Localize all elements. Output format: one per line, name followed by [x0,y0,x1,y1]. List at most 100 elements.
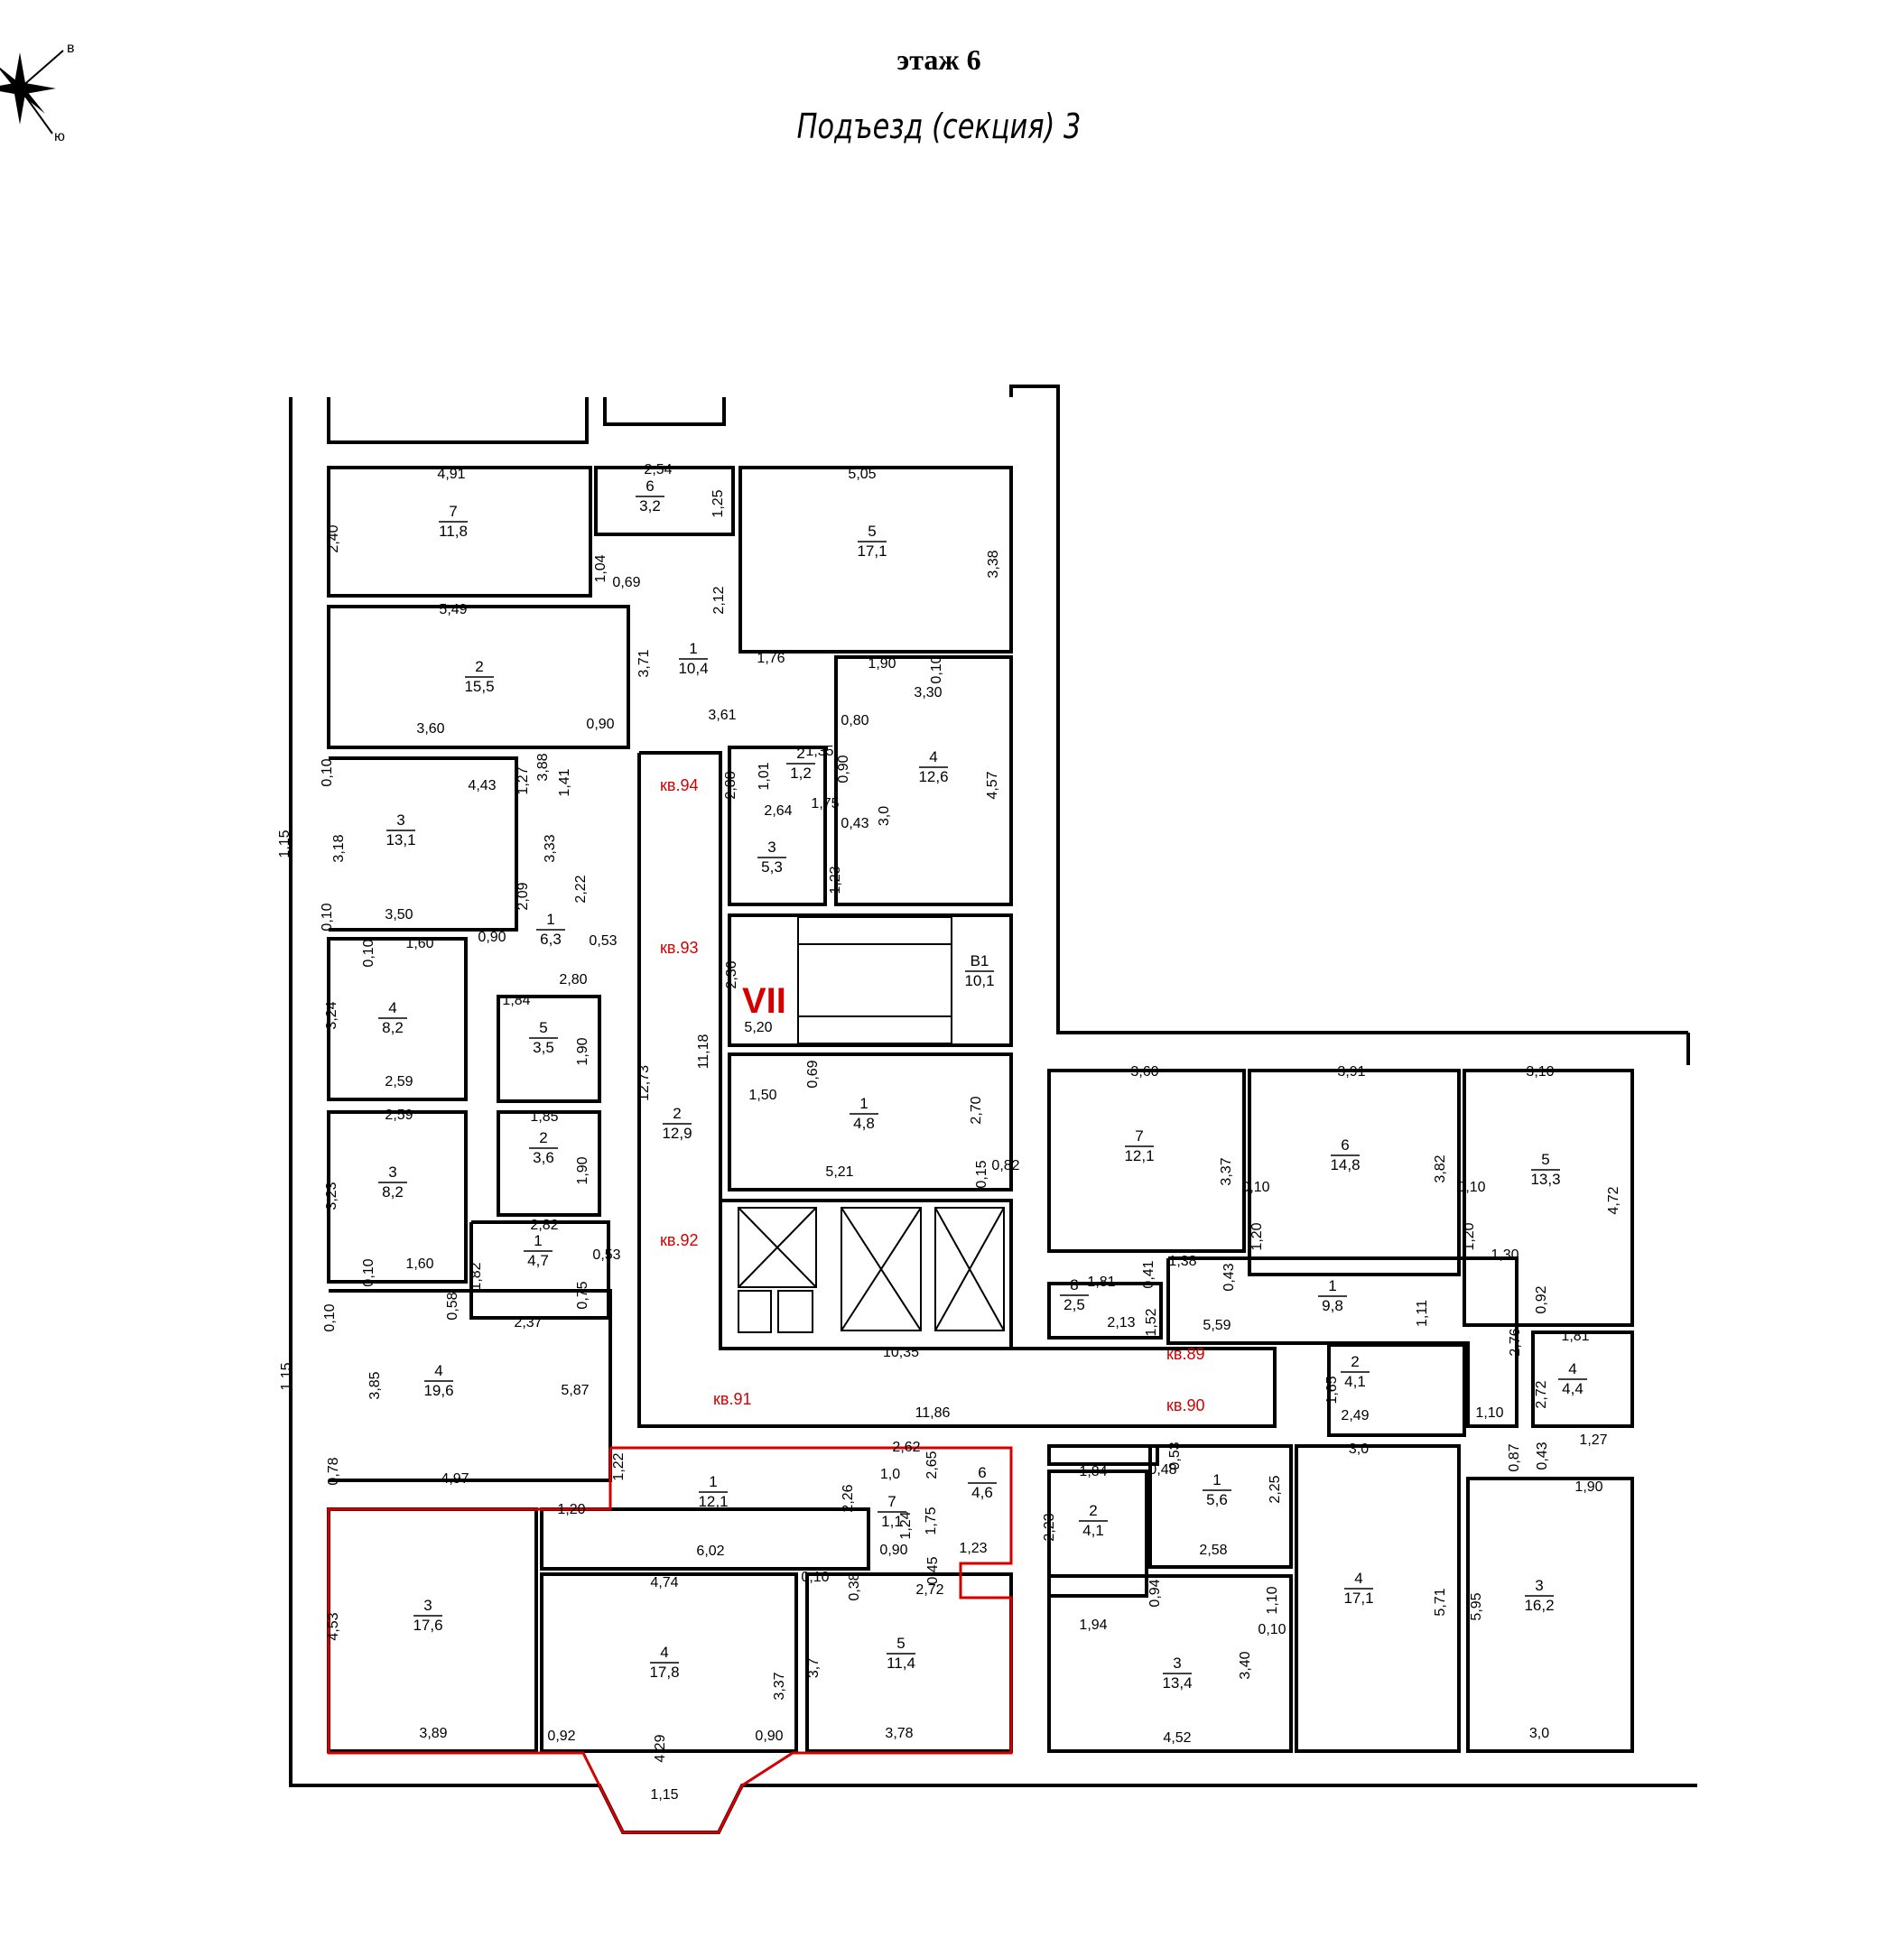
room-number: 1 [859,1095,868,1112]
room-number: 4 [660,1644,668,1661]
room-area: 12,9 [662,1125,692,1142]
room-area: 5,6 [1206,1491,1228,1508]
compass-icon: в ю [0,41,75,144]
dimension-label: 1,27 [1579,1432,1607,1448]
room-number: 5 [1541,1151,1549,1168]
dimension-label: 1,50 [748,1088,776,1103]
room-number: 1 [534,1232,542,1249]
dimension-label: 1,27 [515,766,531,794]
room-label: 419,6 [423,1362,453,1399]
dimension-label: 5,21 [825,1164,853,1180]
dimension-label: 0,53 [1167,1442,1183,1470]
dimension-label: 1,81 [1561,1329,1589,1344]
dimension-label: 3,85 [367,1371,383,1399]
room-number: 3 [388,1164,396,1181]
room-area: 10,4 [678,660,708,677]
room-area: 1,2 [790,765,812,782]
dimension-label: 2,09 [515,882,531,910]
dimension-label: 0,10 [1457,1180,1485,1195]
dimension-label: 5,87 [561,1383,589,1398]
dimension-label: 2,36 [724,960,739,988]
dimension-label: 3,91 [1337,1064,1365,1080]
room-number: 6 [978,1464,986,1481]
room-number: 5 [868,523,876,540]
room-label: 112,1 [698,1473,728,1510]
dimension-label: 0,90 [586,717,614,732]
dimension-label: 1,52 [1144,1308,1159,1336]
dimension-label: 4,91 [437,467,465,482]
compass-south-label: ю [54,129,65,144]
room-area: 13,4 [1162,1674,1192,1692]
dimension-label: 4,72 [1606,1186,1621,1214]
dimension-label: 3,89 [419,1726,447,1741]
room-label: 517,1 [857,523,887,560]
dimension-label: 12,73 [636,1065,652,1101]
dimension-label: 0,82 [991,1158,1019,1173]
dimension-label: 2,62 [892,1440,920,1455]
room-area: 3,2 [639,497,661,515]
room-number: 6 [646,477,654,495]
room-area: 4,4 [1562,1380,1584,1397]
room-area: 17,1 [1343,1590,1373,1607]
dimension-label: 0,43 [1535,1442,1550,1470]
dimension-label: 0,43 [841,816,868,831]
room-area: 9,8 [1322,1297,1343,1314]
room-label: 44,4 [1558,1360,1587,1397]
dimension-label: 1,75 [811,796,839,811]
dimension-label: 1,22 [611,1452,627,1480]
dimension-label: 5,59 [1203,1318,1231,1333]
dimension-label: 2,54 [644,462,672,477]
dimension-label: 2,70 [969,1096,984,1124]
dimension-label: 2,82 [530,1218,558,1233]
room-label: 215,5 [464,658,494,695]
room-label: 19,8 [1318,1277,1347,1314]
dimension-label: 2,12 [711,586,727,614]
room-area: 4,7 [527,1252,549,1269]
dimension-label: 2,37 [514,1315,542,1330]
dimension-label: 2,59 [385,1074,413,1089]
room-number: 1 [1212,1471,1221,1488]
dimension-label: 0,92 [547,1729,575,1744]
dimension-label: 2,72 [1534,1380,1549,1408]
dimension-label: 10,35 [883,1345,919,1360]
room-label: 35,3 [757,839,786,876]
room-label: 417,8 [649,1644,679,1681]
dimension-label: 1,75 [924,1507,939,1534]
dimension-label: 1,90 [575,1037,590,1065]
dimension-label: 1,30 [1491,1247,1519,1263]
dimension-label: 1,25 [711,489,726,517]
dimension-label: 3,0 [1349,1442,1369,1457]
dimension-label: 1,04 [593,554,608,582]
dimension-label: 2,26 [841,1484,856,1512]
room-number: B1 [971,952,989,969]
dimension-label: 0,53 [589,933,617,949]
dimension-label: 1,10 [1475,1405,1503,1421]
room-label: 21,2 [786,745,815,782]
dimension-label: 3,33 [543,834,558,862]
room-label: 316,2 [1524,1577,1554,1614]
dimension-label: 1,20 [1249,1222,1265,1250]
highlighted-apartment-outline [327,1446,1013,1834]
room-label: 417,1 [1343,1570,1373,1607]
room-area: 1,1 [881,1513,903,1530]
room-area: 13,1 [385,831,415,848]
dimension-label: 0,80 [841,713,868,728]
dimension-label: 1,23 [828,866,843,894]
dimension-label: 3,88 [535,753,551,781]
dimension-label: 11,18 [696,1034,711,1069]
room-label: 82,5 [1060,1276,1089,1313]
dimension-label: 4,52 [1163,1730,1191,1746]
room-number: 2 [475,658,483,675]
dimension-label: 1,10 [1265,1586,1280,1614]
room-area: 16,2 [1524,1597,1554,1614]
dimension-label: 0,10 [1241,1180,1269,1195]
dimension-label: 0,58 [445,1292,460,1320]
room-label: 16,3 [536,911,565,948]
dimension-label: 2,40 [326,524,341,552]
building-walls [289,385,1697,1834]
dimension-label: 1,90 [575,1156,590,1184]
dimension-label: 0,10 [801,1570,829,1585]
